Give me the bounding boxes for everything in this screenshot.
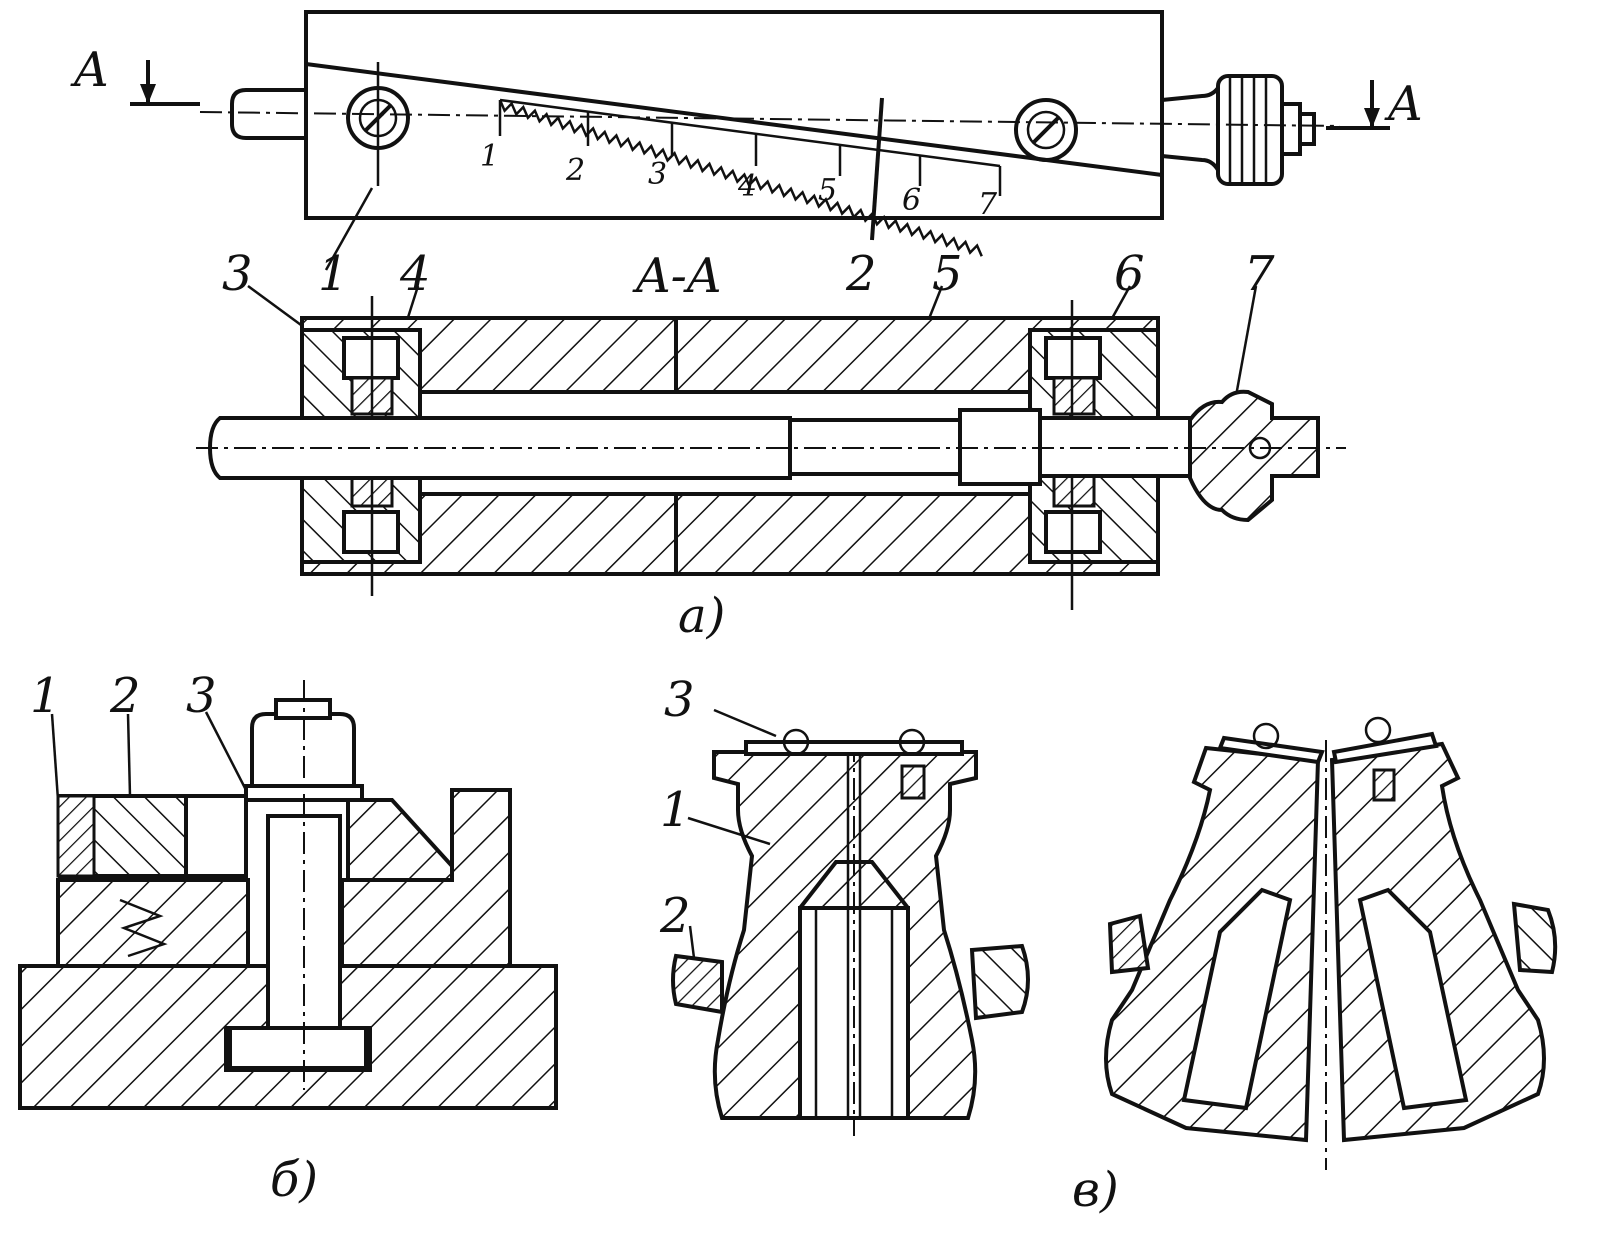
section-title: A-A [632, 248, 722, 304]
view-b-leaders [50, 711, 248, 801]
view-b [18, 680, 558, 1110]
label-c-1: 1 [660, 782, 691, 838]
left-shaft-end [230, 88, 306, 140]
clamp-plate-right [346, 798, 454, 882]
scale-tick-6: 6 [902, 183, 921, 218]
index-line [870, 97, 884, 241]
label-c-3: 3 [664, 672, 695, 728]
label-c-2: 2 [659, 888, 691, 944]
scale-tick-4: 4 [737, 169, 757, 204]
label-a-4: 4 [399, 246, 431, 302]
part-1 [56, 794, 96, 878]
label-a-6: 6 [1114, 246, 1145, 302]
view-c-open [1104, 716, 1558, 1170]
view-a-section [196, 296, 1346, 610]
scale-tick-7: 7 [978, 187, 998, 222]
view-c-closed [671, 728, 1030, 1136]
scale-tick-1: 1 [480, 139, 499, 174]
caption-c: в) [1072, 1162, 1119, 1218]
label-b-3: 3 [186, 668, 217, 724]
caption-b: б) [270, 1152, 318, 1208]
clamp-bolt [228, 680, 368, 1090]
left-support [56, 878, 250, 968]
label-a-5: 5 [932, 246, 963, 302]
section-arrow-right [1326, 80, 1390, 130]
label-a-7: 7 [1244, 246, 1275, 302]
knurled-knob [1161, 74, 1316, 186]
label-a-3: 3 [222, 246, 253, 302]
label-b-2: 2 [109, 668, 141, 724]
label-a-1: 1 [318, 246, 349, 302]
plan-body [304, 10, 1164, 220]
jaw-left-open [1104, 745, 1321, 1143]
view-c-leaders [687, 708, 777, 959]
label-a-2: 2 [845, 246, 877, 302]
scale-tick-2: 2 [565, 153, 585, 188]
caption-a: а) [678, 588, 725, 644]
scale-tick-5: 5 [818, 173, 837, 208]
label-b-1: 1 [30, 668, 61, 724]
right-screw-head [1014, 98, 1078, 162]
section-mark-right: A [1384, 76, 1423, 132]
section-arrow-left [130, 60, 200, 106]
left-screw-head [346, 62, 410, 186]
scale-tick-3: 3 [648, 157, 667, 192]
view-a-plan: 1 2 3 4 5 6 7 A A [70, 10, 1423, 257]
plan-centerline [199, 111, 1341, 127]
section-mark-left: A [70, 42, 109, 98]
vernier-scale [498, 97, 1002, 257]
jaw-right-open [1329, 741, 1546, 1143]
handle-knob [1188, 389, 1320, 523]
